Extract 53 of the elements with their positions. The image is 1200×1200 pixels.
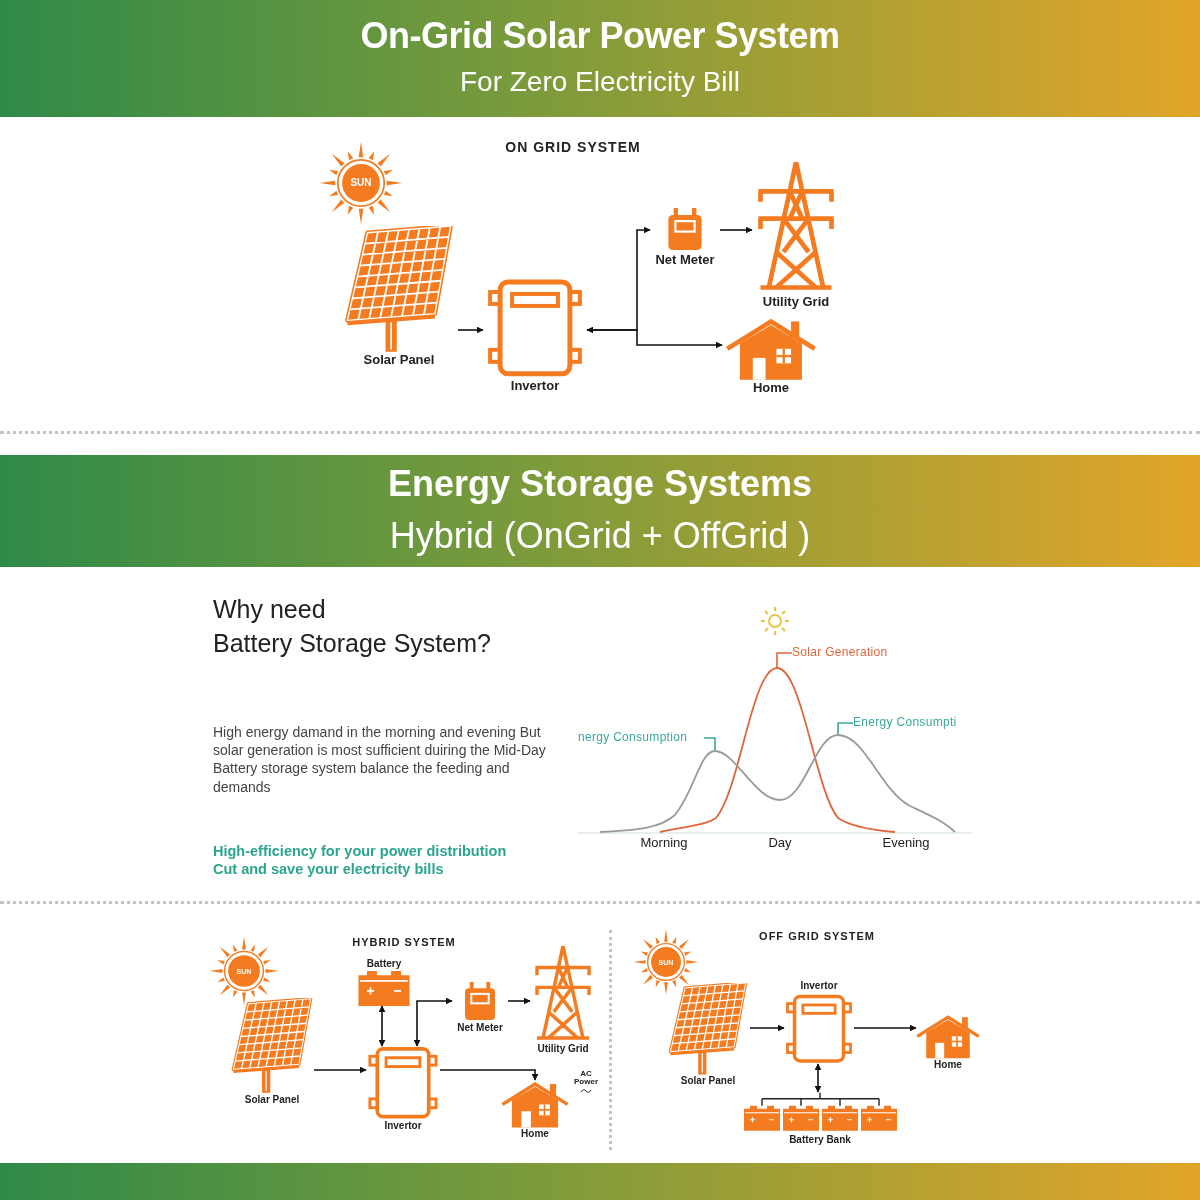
curve-label: Energy Consumpti [853, 715, 957, 731]
node-label: Home [934, 1058, 962, 1071]
body-text: High energy damand in the morning and evening But solar generation is most sufficient duiring the Mid-Day Battery storage system balance the feeding and demands [213, 723, 547, 796]
node-label: Home [752, 379, 790, 396]
subtitle: For Zero Electricity Bill [458, 65, 741, 99]
axis-label: Morning [639, 835, 689, 852]
highlight-text: Cut and save your electricity bills [213, 860, 445, 879]
node-label: Solar Panel [680, 1074, 736, 1087]
node-label: Home [521, 1127, 549, 1140]
connector-line [837, 722, 854, 736]
node-label: Invertor [384, 1119, 422, 1132]
side-note: AC Power [573, 1070, 599, 1087]
arrow [439, 1069, 539, 1081]
node-label: Solar Panel [363, 351, 435, 368]
page-title: On-Grid Solar Power System [359, 14, 841, 58]
curve-label: Solar Generation [792, 645, 888, 661]
highlight-text: High-efficiency for your power distribution [213, 842, 508, 861]
node-label: Net Meter [457, 1021, 503, 1034]
axis-label: Evening [881, 835, 931, 852]
double-arrow [378, 1005, 386, 1047]
double-arrow [814, 1063, 822, 1093]
axis-label: Day [767, 835, 793, 852]
arrow [457, 326, 484, 334]
diagram-heading: OFF GRID SYSTEM [758, 929, 876, 944]
connector-line [776, 652, 793, 669]
question-heading: Battery Storage System? [213, 628, 492, 659]
node-label: Battery Bank [789, 1133, 851, 1146]
consumption-curve [779, 734, 956, 833]
connector-line [703, 737, 716, 751]
node-label: Solar Panel [244, 1093, 300, 1106]
arrow [853, 1024, 917, 1032]
question-heading: Why need [213, 594, 327, 625]
sun-label: SUN [350, 178, 372, 188]
arrow [507, 997, 531, 1005]
double-arrow [413, 997, 453, 1047]
double-arrow [586, 226, 651, 334]
generation-curve [745, 667, 810, 734]
node-label: Battery [366, 958, 402, 971]
diagram-heading: ON GRID SYSTEM [504, 138, 642, 157]
band-subtitle: Hybrid (OnGrid + OffGrid ) [388, 514, 812, 558]
node-label: Utility Grid [537, 1042, 589, 1055]
diagram-heading: HYBRID SYSTEM [351, 935, 457, 950]
arrow [313, 1066, 367, 1074]
consumption-curve [599, 750, 781, 833]
curve-label: nergy Consumption [578, 730, 688, 746]
band-title: Energy Storage Systems [386, 462, 814, 506]
arrow [719, 226, 753, 234]
node-label: Net Meter [655, 251, 715, 268]
node-label: Invertor [800, 980, 838, 993]
node-label: Invertor [510, 377, 560, 394]
arrow [586, 329, 723, 349]
arrow [749, 1024, 785, 1032]
node-label: Utility Grid [762, 293, 830, 310]
